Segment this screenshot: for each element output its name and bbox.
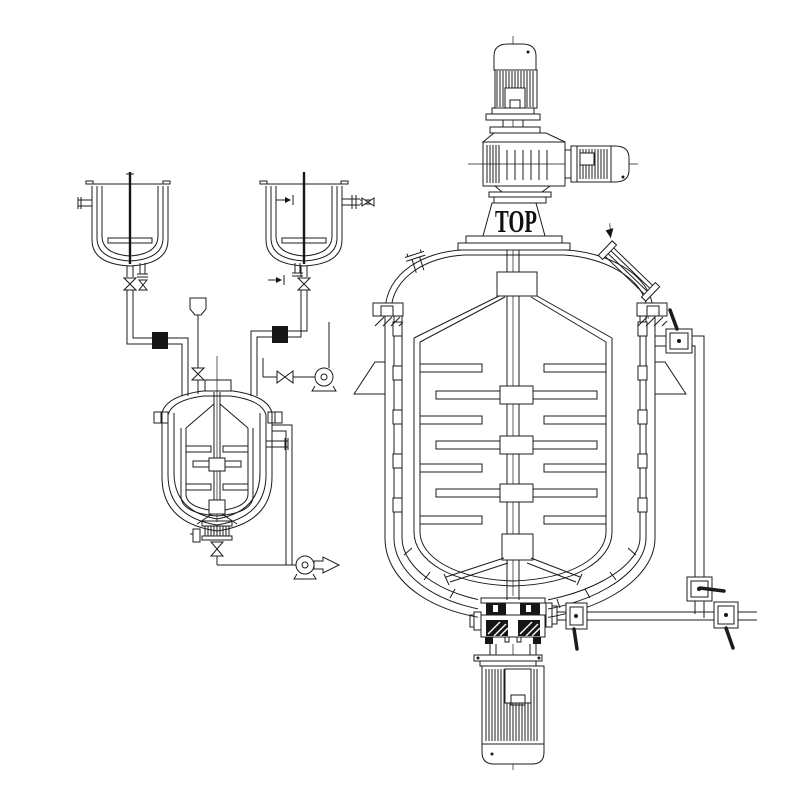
shaft-hub [496,271,538,297]
feed-funnel [189,297,207,316]
top-label: TOP [495,203,537,239]
upper-transfer-pump [314,367,334,387]
lower-discharge-pump [295,555,315,575]
upper-transfer-pump-line [262,322,337,392]
discharge-arrow [313,556,341,574]
tank-a-sample-valve [137,263,149,291]
support-lugs [372,302,668,327]
premix-bottom-outlet [190,520,233,565]
tank-b-right-nozzle [342,195,375,209]
funnel-valve [190,367,206,381]
gearbox-housing [468,132,638,187]
support-legs [353,361,687,395]
tank-a-side-nozzle [77,197,92,209]
bottom-hub [501,533,534,561]
inline-valve [152,332,168,349]
tank-b-bottom-valve [296,266,312,291]
tank-a-bottom-valve [122,266,138,291]
right-storage-tank [259,172,375,291]
bottom-homogenizer [469,560,558,655]
lower-discharge-pump-line [217,424,341,580]
transfer-piping [126,290,308,396]
top-agitator-motor [485,43,541,134]
side-scraper-motor [564,145,630,183]
premix-lugs [153,411,283,424]
left-storage-tank [77,172,171,291]
main-emulsifier-vessel: TOP [353,36,757,770]
jacket-spacers [392,321,648,609]
vessel-stand: TOP [457,185,571,251]
premix-side-nozzle [266,438,289,450]
anchor-scraper-agitator [413,250,613,587]
inline-valve [272,326,288,343]
premix-drain-valve [209,541,225,557]
recirculation-line [557,308,757,651]
tank-b-drain-stub [268,263,303,285]
premix-agitator [180,356,254,525]
dome-nozzle [404,249,426,273]
feed-funnel-line [189,297,207,394]
homogenizer-motor [473,654,545,765]
premix-tank [153,356,289,565]
tank-b-spray-arrow [276,195,294,205]
pump-inlet-valve [276,370,294,384]
